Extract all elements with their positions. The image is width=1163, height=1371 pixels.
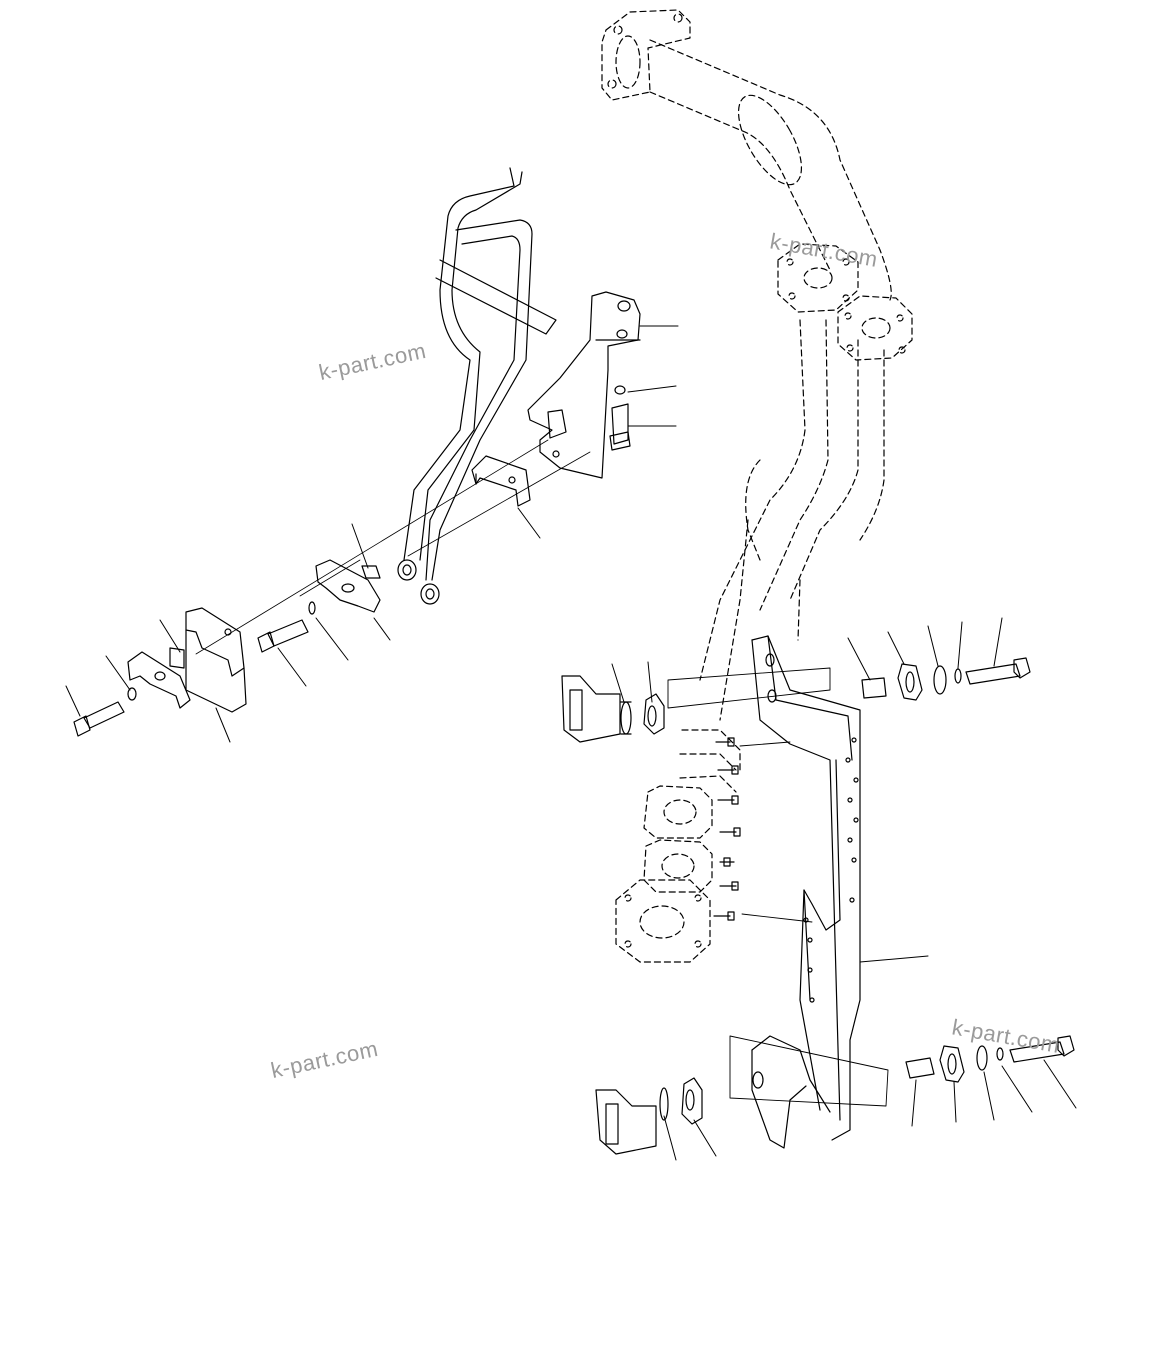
- lower-mount-hardware: [596, 1036, 1074, 1154]
- small-studs: [714, 738, 740, 920]
- upper-mount-hardware: [562, 658, 1030, 742]
- alignment-lines: [668, 668, 888, 1106]
- hose-bracket: [528, 292, 640, 478]
- assembly-lines: [196, 440, 590, 654]
- flange-pair-phantom: [778, 244, 912, 360]
- middle-clamp: [472, 456, 530, 506]
- leader-lines: [66, 326, 1076, 1160]
- hose-assembly: [398, 168, 556, 604]
- left-clamp-hardware: [74, 560, 380, 736]
- main-support-bracket: [752, 636, 860, 1148]
- exhaust-pipe-phantom: [602, 10, 891, 720]
- manifold-flanges-phantom: [616, 730, 740, 962]
